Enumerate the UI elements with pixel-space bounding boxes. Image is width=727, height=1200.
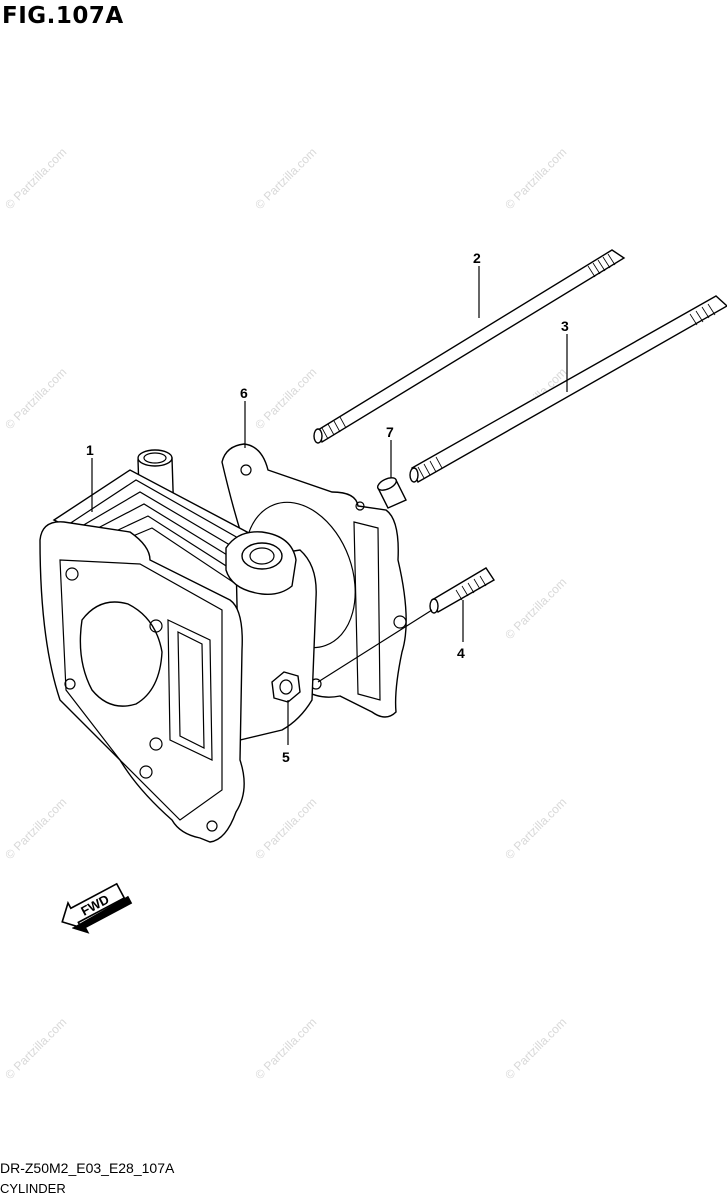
stud-short[interactable] bbox=[317, 567, 495, 683]
diagram-name: CYLINDER bbox=[0, 1181, 66, 1196]
watermark: © Partzilla.com bbox=[2, 795, 69, 862]
watermark: © Partzilla.com bbox=[502, 795, 569, 862]
nut[interactable] bbox=[271, 671, 301, 703]
figure-title: FIG.107A bbox=[2, 3, 124, 29]
watermark: © Partzilla.com bbox=[2, 145, 69, 212]
watermark: © Partzilla.com bbox=[2, 1015, 69, 1082]
watermark: © Partzilla.com bbox=[502, 1015, 569, 1082]
watermark: © Partzilla.com bbox=[252, 1015, 319, 1082]
watermark: © Partzilla.com bbox=[252, 365, 319, 432]
callout-1[interactable]: 1 bbox=[86, 442, 94, 458]
callout-4[interactable]: 4 bbox=[457, 645, 465, 661]
watermark: © Partzilla.com bbox=[2, 365, 69, 432]
callout-2[interactable]: 2 bbox=[473, 250, 481, 266]
diagram-code: DR-Z50M2_E03_E28_107A bbox=[0, 1160, 175, 1176]
stud-bolt[interactable] bbox=[409, 295, 727, 483]
dowel-pin[interactable] bbox=[376, 475, 407, 509]
callout-3[interactable]: 3 bbox=[561, 318, 569, 334]
watermark: © Partzilla.com bbox=[502, 145, 569, 212]
stud-bolt-long[interactable] bbox=[313, 249, 626, 444]
callout-7[interactable]: 7 bbox=[386, 424, 394, 440]
callout-labels: 1 2 3 4 5 6 7 bbox=[86, 250, 569, 765]
callout-5[interactable]: 5 bbox=[282, 749, 290, 765]
watermark: © Partzilla.com bbox=[252, 795, 319, 862]
watermark: © Partzilla.com bbox=[502, 575, 569, 642]
callout-6[interactable]: 6 bbox=[240, 385, 248, 401]
fwd-arrow-icon: FWD bbox=[61, 882, 133, 934]
leader-lines bbox=[91, 266, 568, 745]
watermark: © Partzilla.com bbox=[252, 145, 319, 212]
